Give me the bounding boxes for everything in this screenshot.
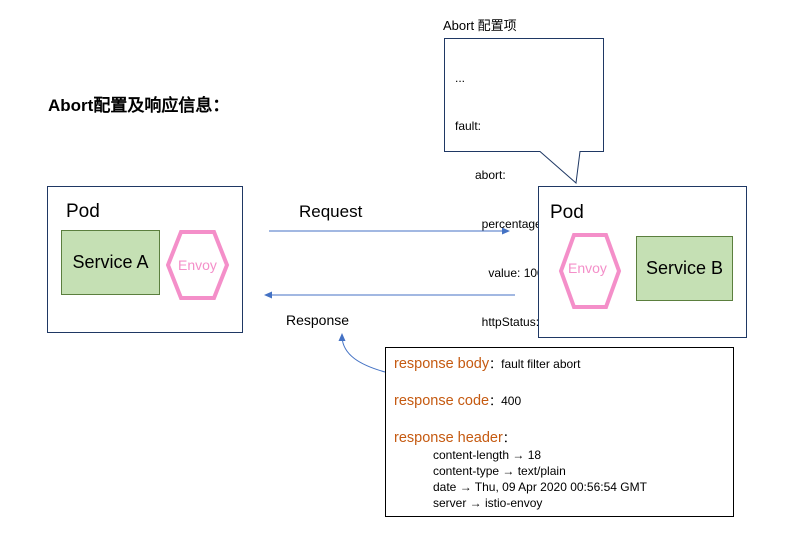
diagram-title: Abort配置及响应信息： [48,96,230,115]
service-b-label: Service B [645,258,724,278]
pod-b: Pod Envoy Service B [538,186,747,338]
response-label: Response [286,312,350,328]
response-header-row: response header： [394,429,515,446]
envoy-a-label: Envoy [178,257,217,273]
response-body-key: response body [394,356,490,372]
config-line: percentage: [455,217,546,232]
response-header-colon: ： [502,431,515,445]
envoy-b-hexagon-icon [558,233,622,309]
response-code-row: response code：400 [394,392,521,409]
config-callout-title: Abort 配置项 [443,18,517,33]
config-line: abort: [455,168,506,183]
service-a-label: Service A [72,252,149,272]
config-line: ... [455,70,466,85]
response-info-pointer [341,336,386,373]
service-a: Service A [61,230,160,295]
header-item: content-length → 18 [433,448,542,462]
response-arrowhead [264,291,272,299]
request-arrowhead [502,227,510,235]
config-line: fault: [455,119,482,134]
service-b: Service B [636,236,733,301]
envoy-a-hexagon-icon [165,230,230,300]
response-info-pointer-head [338,333,346,341]
pod-b-label: Pod [550,202,584,223]
envoy-b-label: Envoy [568,260,607,276]
header-item: content-type → text/plain [433,464,566,478]
response-body-row: response body：fault filter abort [394,355,581,372]
response-code-key: response code [394,393,490,409]
header-item: server → istio-envoy [433,496,543,510]
pod-a-label: Pod [66,201,100,222]
response-body-value: ：fault filter abort [489,357,581,371]
response-header-key: response header [394,430,503,446]
envoy-b: Envoy [558,232,622,310]
envoy-a: Envoy [165,229,230,301]
header-item: date → Thu, 09 Apr 2020 00:56:54 GMT [433,480,647,494]
request-label: Request [299,202,363,221]
config-callout-box [444,38,604,184]
response-code-value: ：400 [489,394,522,408]
response-info-box: response body：fault filter abort respons… [385,347,734,517]
pod-a: Pod Service A Envoy [47,186,243,333]
